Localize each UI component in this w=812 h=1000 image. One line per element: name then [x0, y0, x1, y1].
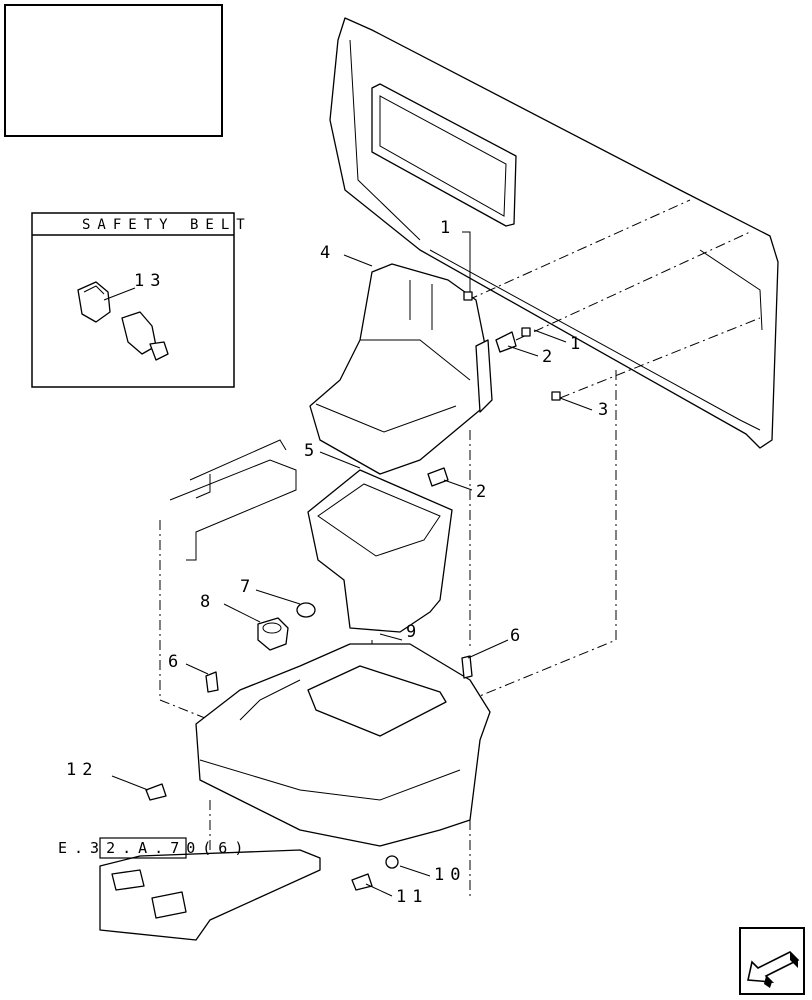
console-part — [195, 643, 491, 847]
safety-belt-inset: SAFETY BELT — [31, 212, 252, 388]
washer-10 — [385, 855, 399, 869]
callout-2-bottom: 2 — [476, 482, 492, 502]
screw-11 — [351, 873, 373, 891]
callout-12: 12 — [66, 760, 98, 780]
storage-bin-part — [307, 469, 453, 633]
callout-9: 9 — [406, 622, 422, 642]
callouts: 1 1 2 2 3 4 5 6 6 7 8 9 10 11 12 13 — [66, 218, 614, 907]
leader-lines — [111, 231, 593, 897]
callout-7: 7 — [240, 577, 256, 597]
callout-13: 13 — [134, 271, 166, 291]
bolt-2b — [427, 467, 449, 487]
callout-11: 11 — [396, 887, 428, 907]
screw-3 — [551, 391, 561, 401]
cross-reference: E.32.A.70(6) — [58, 837, 250, 859]
screw-6a — [205, 671, 219, 693]
screw-1a — [463, 291, 473, 301]
callout-6-left: 6 — [168, 652, 184, 672]
cab-rear-wall — [329, 17, 779, 449]
plug-parts — [257, 602, 316, 651]
screw-12 — [145, 783, 167, 801]
callout-8: 8 — [200, 592, 216, 612]
callout-6-right: 6 — [510, 626, 526, 646]
bolt-2a — [495, 331, 517, 353]
floor-base — [99, 849, 321, 941]
callout-3: 3 — [598, 400, 614, 420]
fasteners — [145, 291, 561, 891]
arrow-back-icon[interactable] — [739, 927, 805, 995]
callout-10: 10 — [434, 865, 466, 885]
callout-4: 4 — [320, 243, 336, 263]
belt-buckle-part — [77, 281, 169, 361]
inset-title: SAFETY BELT — [82, 217, 252, 233]
left-support-frame — [169, 439, 297, 561]
callout-2-top: 2 — [542, 347, 558, 367]
reference-label: E.32.A.70(6) — [58, 839, 250, 857]
callout-1-top: 1 — [440, 218, 456, 238]
callout-1-right: 1 — [570, 334, 586, 354]
empty-title-frame — [4, 4, 223, 137]
screw-1b — [521, 327, 531, 337]
callout-5: 5 — [304, 441, 320, 461]
seat-part — [309, 263, 493, 475]
screw-6b — [461, 655, 473, 679]
